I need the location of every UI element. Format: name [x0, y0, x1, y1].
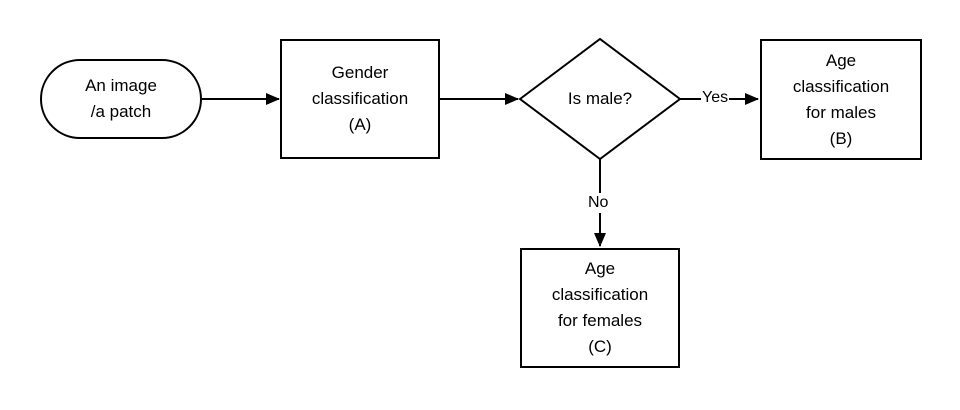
edge-label-yes: Yes — [701, 88, 730, 108]
decision-diamond-shape — [518, 37, 682, 161]
node-gender-classification: Gender classification (A) — [280, 39, 440, 159]
node-decision-label: Is male? — [567, 89, 633, 108]
edge-label-no: No — [587, 193, 610, 213]
node-age-classification-females: Age classification for females (C) — [520, 248, 680, 368]
node-start-terminator: An image /a patch — [40, 59, 202, 139]
node-age-classification-males: Age classification for males (B) — [760, 39, 922, 160]
